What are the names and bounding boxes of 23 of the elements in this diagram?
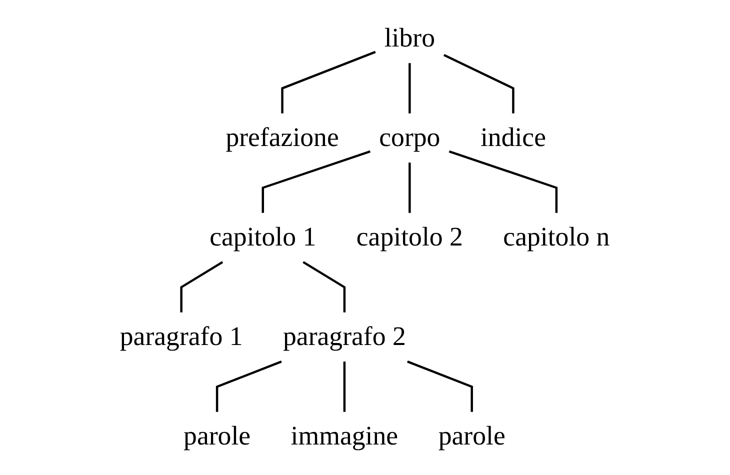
- node-text: corpo: [379, 123, 440, 153]
- connector: [302, 261, 346, 312]
- connector: [180, 261, 224, 312]
- node-text: parole: [184, 422, 251, 451]
- node-text: capitolo 2: [356, 222, 464, 252]
- node-text: paragrafo 1: [120, 322, 243, 352]
- node-text: indice: [480, 123, 546, 153]
- node-text: capitolo 1: [210, 222, 316, 252]
- node-text: capitolo n: [503, 222, 610, 252]
- connector: [408, 63, 411, 114]
- connector: [408, 162, 411, 213]
- node-text: libro: [384, 24, 436, 54]
- connector: [216, 360, 282, 412]
- connector: [444, 54, 515, 114]
- connector: [407, 360, 474, 412]
- connector: [344, 362, 346, 412]
- node-text: prefazione: [226, 123, 340, 153]
- connector: [281, 50, 376, 114]
- node-text: parole: [438, 422, 506, 451]
- node-text: immagine: [291, 422, 398, 451]
- node-text: paragrafo 2: [283, 322, 406, 352]
- connector: [449, 150, 558, 213]
- connector: [262, 150, 371, 213]
